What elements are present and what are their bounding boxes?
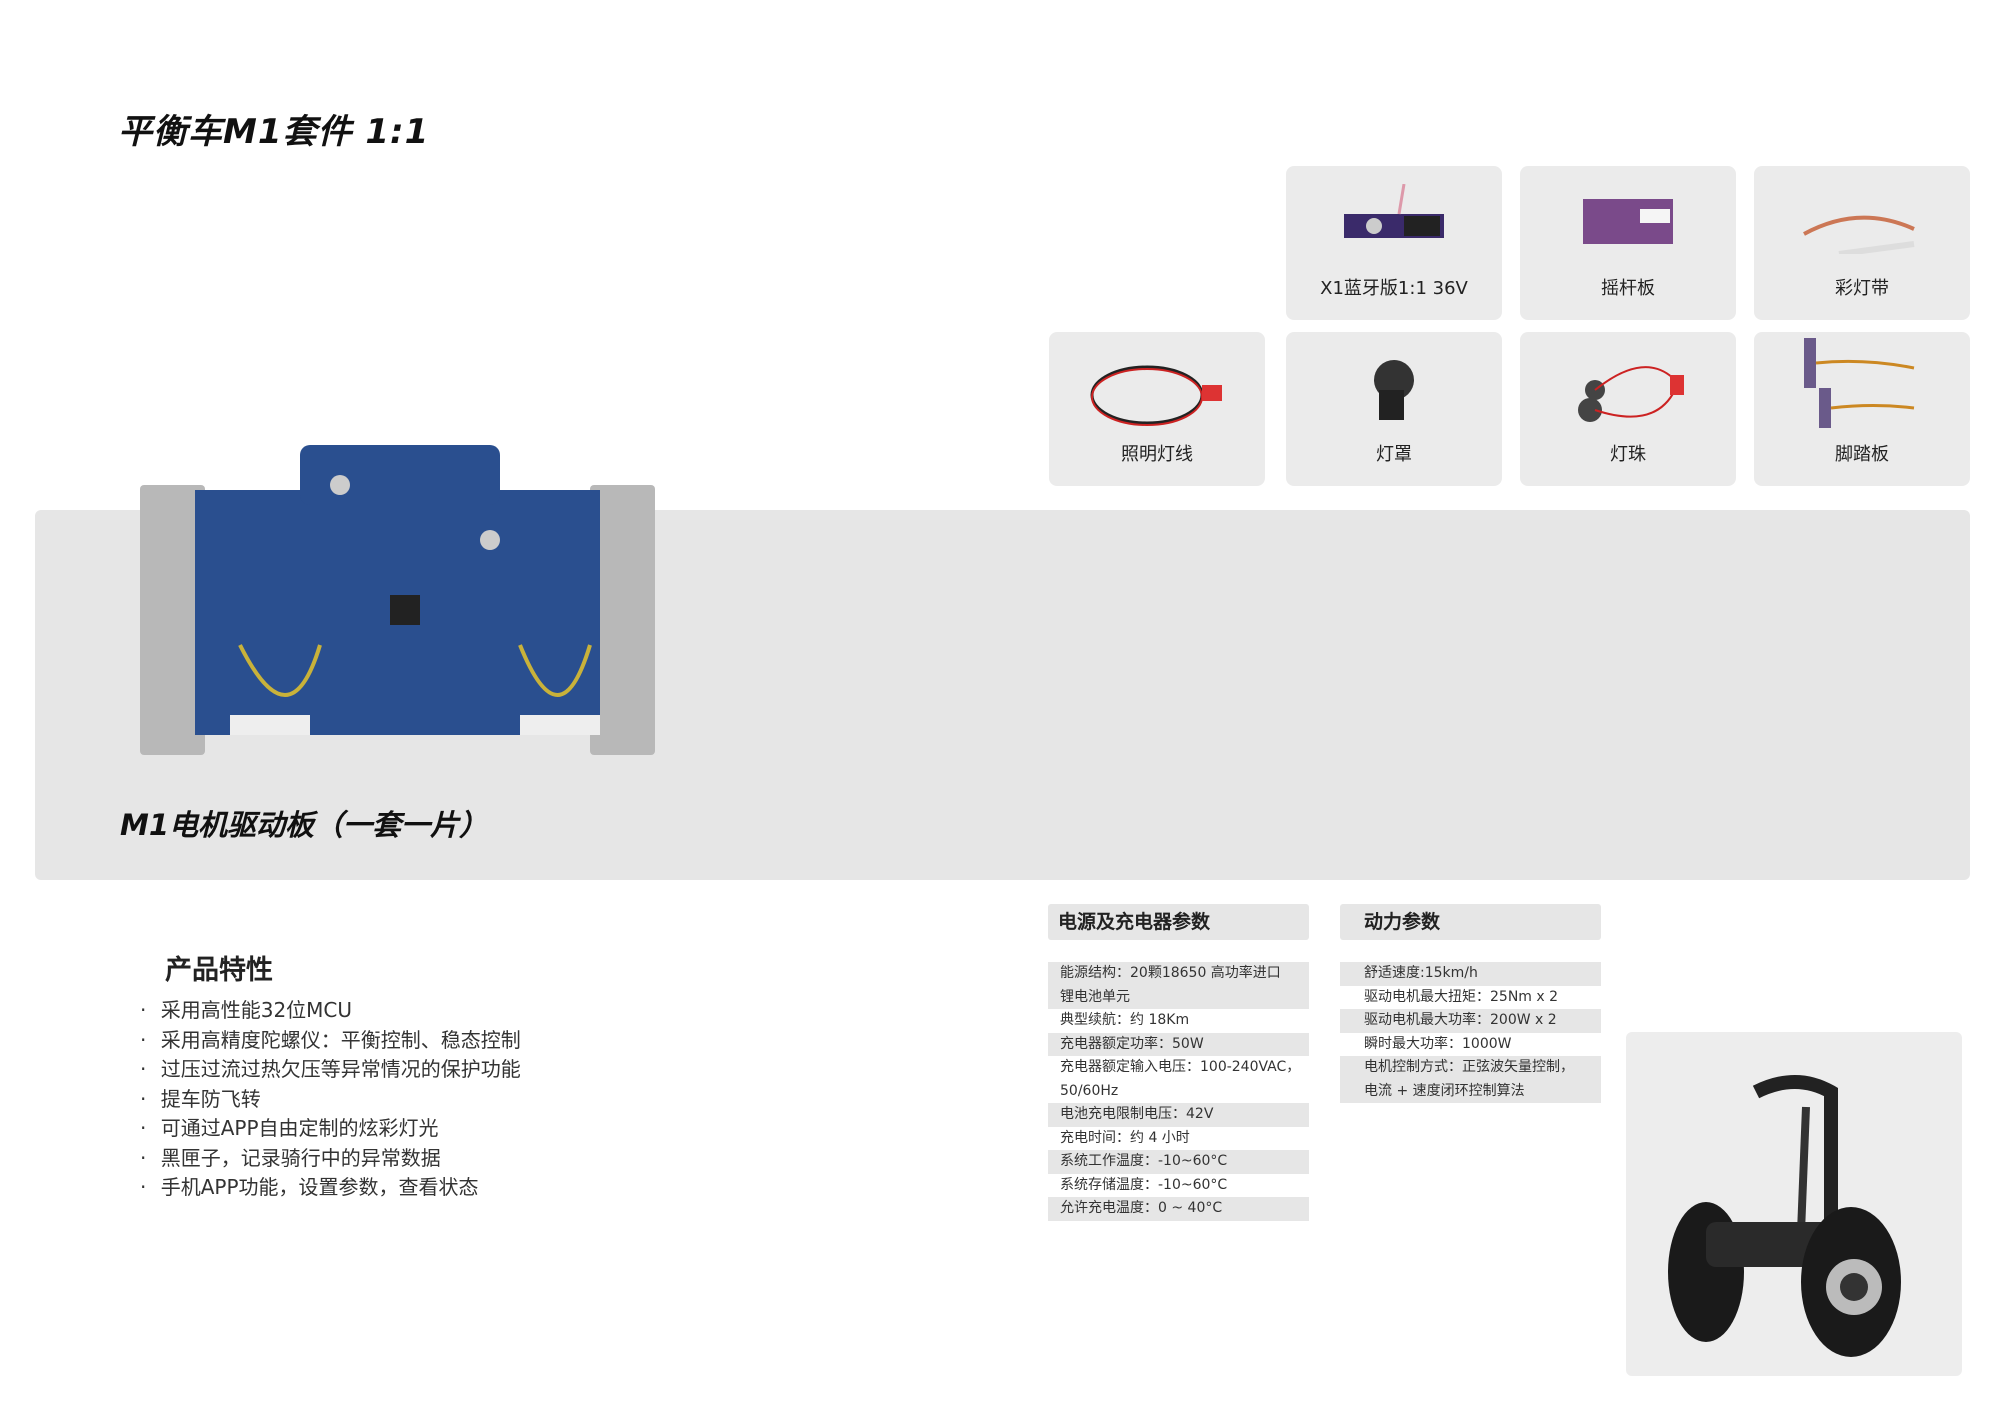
pedal-board-image — [1804, 338, 1915, 428]
light-wire-image — [1090, 365, 1222, 426]
spec-row: 电池充电限制电压：42V — [1048, 1103, 1309, 1127]
feature-item: 可通过APP自由定制的炫彩灯光 — [140, 1114, 521, 1144]
feature-item: 采用高性能32位MCU — [140, 996, 521, 1026]
accessory-tile-lamp-cover: 灯罩 — [1286, 332, 1502, 486]
features-list: 采用高性能32位MCU 采用高精度陀螺仪：平衡控制、稳态控制 过压过流过热欠压等… — [140, 996, 521, 1203]
led-strip-image — [1803, 215, 1915, 254]
accessory-label: 摇杆板 — [1601, 278, 1655, 299]
spec-row: 50/60Hz — [1060, 1082, 1119, 1099]
accessory-tile-bluetooth-board: X1蓝牙版1:1 36V — [1286, 166, 1502, 320]
board-label: M1电机驱动板（一套一片） — [120, 808, 489, 842]
scooter-image-panel — [1626, 1032, 1962, 1376]
lamp-cover-image — [1374, 360, 1414, 420]
accessory-tile-led-strip: 彩灯带 — [1754, 166, 1970, 320]
spec-row: 电流 + 速度闭环控制算法 — [1340, 1079, 1601, 1103]
spec-row: 充电器额定输入电压：100-240VAC， — [1060, 1059, 1301, 1075]
accessory-tile-joystick-board: 摇杆板 — [1520, 166, 1736, 320]
balance-scooter-image — [1668, 1075, 1901, 1357]
joystick-board-image — [1583, 199, 1673, 244]
accessory-label: 灯罩 — [1376, 444, 1412, 465]
accessory-tile-pedal-board: 脚踏板 — [1754, 332, 1970, 486]
spec-row: 典型续航：约 18Km — [1060, 1012, 1190, 1028]
spec-row: 驱动电机最大扭矩：25Nm x 2 — [1364, 988, 1559, 1005]
features-heading: 产品特性 — [165, 955, 273, 986]
spec-row: 允许充电温度：0 ~ 40°C — [1048, 1197, 1309, 1221]
feature-item: 手机APP功能，设置参数，查看状态 — [140, 1173, 521, 1203]
spec-row: 充电器额定功率：50W — [1048, 1032, 1309, 1056]
power-specs-heading: 电源及充电器参数 — [1048, 904, 1309, 940]
accessory-label: 灯珠 — [1610, 444, 1646, 465]
accessory-label: X1蓝牙版1:1 36V — [1320, 278, 1468, 299]
accessory-label: 照明灯线 — [1121, 444, 1193, 465]
motor-driver-board-image — [140, 445, 655, 755]
spec-row: 驱动电机最大功率：200W x 2 — [1340, 1009, 1601, 1033]
spec-row: 能源结构：20颗18650 高功率进口 — [1048, 962, 1309, 986]
accessory-tile-light-wire: 照明灯线 — [1049, 332, 1265, 486]
spec-row: 舒适速度:15km/h — [1340, 962, 1601, 986]
spec-row: 电机控制方式：正弦波矢量控制， — [1340, 1056, 1601, 1080]
bluetooth-board-image — [1344, 184, 1444, 238]
feature-item: 过压过流过热欠压等异常情况的保护功能 — [140, 1055, 521, 1085]
feature-item: 黑匣子，记录骑行中的异常数据 — [140, 1144, 521, 1174]
accessory-label: 彩灯带 — [1835, 278, 1889, 299]
feature-item: 采用高精度陀螺仪：平衡控制、稳态控制 — [140, 1026, 521, 1056]
spec-row: 系统工作温度：-10~60°C — [1048, 1150, 1309, 1174]
accessory-label: 脚踏板 — [1835, 444, 1889, 465]
drive-specs-table: 动力参数 舒适速度:15km/h 驱动电机最大扭矩：25Nm x 2 驱动电机最… — [1340, 904, 1601, 1103]
accessory-tile-led-bead: 灯珠 — [1520, 332, 1736, 486]
drive-specs-heading: 动力参数 — [1340, 904, 1601, 940]
page-title: 平衡车M1套件 1:1 — [118, 112, 430, 152]
led-bead-image — [1578, 366, 1684, 422]
spec-row: 充电时间：约 4 小时 — [1060, 1129, 1190, 1146]
spec-row: 锂电池单元 — [1048, 985, 1309, 1009]
spec-row: 系统存储温度：-10~60°C — [1060, 1176, 1228, 1193]
spec-row: 瞬时最大功率：1000W — [1364, 1035, 1512, 1052]
power-specs-table: 电源及充电器参数 能源结构：20颗18650 高功率进口 锂电池单元 典型续航：… — [1048, 904, 1309, 1221]
feature-item: 提车防飞转 — [140, 1085, 521, 1115]
